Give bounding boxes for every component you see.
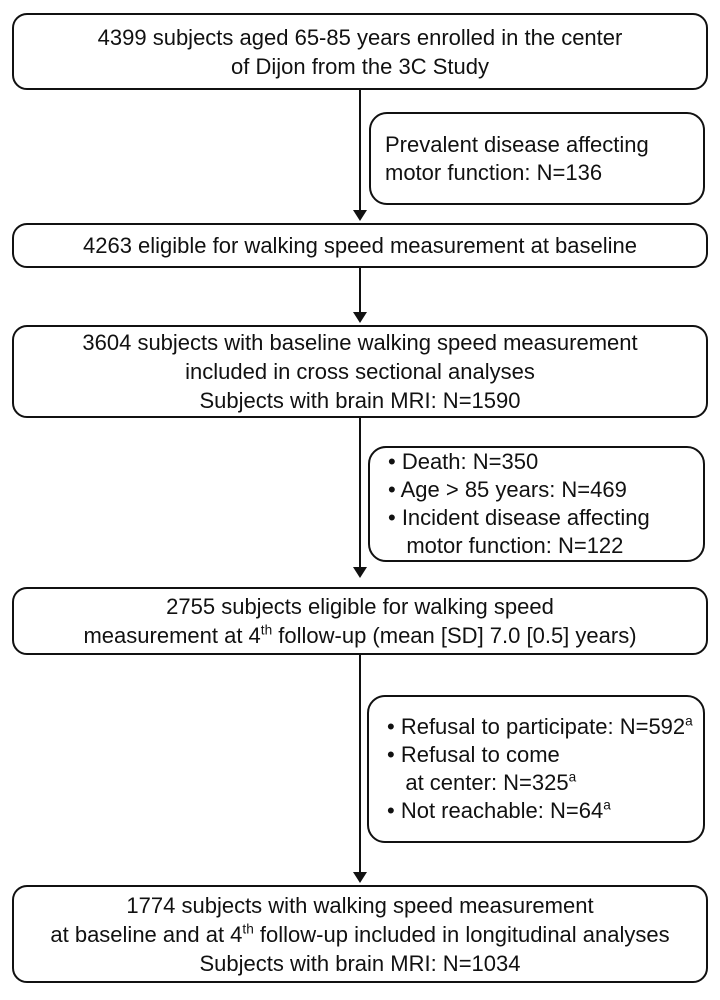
text-run: motor function: N=136 <box>385 159 603 185</box>
text-run: • Death: N=350 <box>388 449 539 474</box>
text-run: included in cross sectional analyses <box>185 359 535 384</box>
flow-box-baseline-measured: 3604 subjects with baseline walking spee… <box>12 325 708 418</box>
flow-arrowhead-2 <box>353 312 367 323</box>
text-run: of Dijon from the 3C Study <box>230 53 489 79</box>
text-line: 2755 subjects eligible for walking speed <box>14 592 706 621</box>
superscript-text: a <box>568 769 577 785</box>
text-line: at baseline and at 4th follow-up include… <box>14 920 706 949</box>
flow-arrowhead-4 <box>353 872 367 883</box>
text-line: Subjects with brain MRI: N=1590 <box>14 386 706 415</box>
text-run: follow-up (mean [SD] 7.0 [0.5] years) <box>272 623 637 648</box>
flow-box-enrolled: 4399 subjects aged 65-85 years enrolled … <box>12 13 708 90</box>
text-run: Subjects with brain MRI: N=1034 <box>199 950 521 976</box>
text-run: measurement at 4 <box>83 623 261 648</box>
text-line: of Dijon from the 3C Study <box>14 52 706 81</box>
flow-arrow-line-3 <box>359 418 361 567</box>
text-line: • Not reachable: N=64a <box>387 797 703 825</box>
text-line: 1774 subjects with walking speed measure… <box>14 891 706 920</box>
text-run: 3604 subjects with baseline walking spee… <box>82 330 638 355</box>
text-line: Prevalent disease affecting <box>385 131 703 159</box>
text-run: Prevalent disease affecting <box>385 131 649 157</box>
text-run: • Not reachable: N=64 <box>387 798 604 823</box>
superscript-text: th <box>260 622 273 638</box>
superscript-text: a <box>603 797 611 813</box>
text-run: 2755 subjects eligible for walking speed <box>166 594 554 619</box>
text-line: • Death: N=350 <box>388 448 703 476</box>
flow-arrow-line-1 <box>359 90 361 210</box>
text-line: motor function: N=122 <box>388 532 703 560</box>
text-line: 4263 eligible for walking speed measurem… <box>14 231 706 260</box>
text-line: Subjects with brain MRI: N=1034 <box>14 949 706 978</box>
text-run: 4399 subjects aged 65-85 years enrolled … <box>97 24 623 50</box>
text-line: motor function: N=136 <box>385 159 703 187</box>
text-line: included in cross sectional analyses <box>14 357 706 386</box>
flow-box-nonresponse: • Refusal to participate: N=592a• Refusa… <box>367 695 705 843</box>
text-line: 4399 subjects aged 65-85 years enrolled … <box>14 23 706 52</box>
flow-arrowhead-1 <box>353 210 367 221</box>
text-line: 3604 subjects with baseline walking spee… <box>14 328 706 357</box>
text-run: 1774 subjects with walking speed measure… <box>126 892 594 918</box>
text-line: at center: N=325a <box>387 769 703 797</box>
text-run: at baseline and at 4 <box>50 921 243 947</box>
flow-box-followup-attrition: • Death: N=350 • Age > 85 years: N=469 • I… <box>368 446 705 562</box>
flow-arrow-line-4 <box>359 655 361 872</box>
flow-arrow-line-2 <box>359 268 361 312</box>
text-line: • Age > 85 years: N=469 <box>388 476 703 504</box>
superscript-text: a <box>685 713 693 729</box>
text-run: • Incident disease affecting <box>388 505 650 530</box>
text-run: • Age > 85 years: N=469 <box>388 477 627 502</box>
flow-box-longitudinal: 1774 subjects with walking speed measure… <box>12 885 708 983</box>
flow-box-eligible-baseline: 4263 eligible for walking speed measurem… <box>12 223 708 268</box>
text-run: • Refusal to come <box>387 742 560 767</box>
flow-box-eligible-followup: 2755 subjects eligible for walking speed… <box>12 587 708 655</box>
text-run: • Refusal to participate: N=592 <box>387 714 686 739</box>
text-run: Subjects with brain MRI: N=1590 <box>199 388 521 413</box>
text-line: • Refusal to participate: N=592a <box>387 713 703 741</box>
text-line: measurement at 4th follow-up (mean [SD] … <box>14 621 706 650</box>
superscript-text: th <box>242 921 254 937</box>
text-run: motor function: N=122 <box>388 533 624 558</box>
text-run: at center: N=325 <box>387 770 569 795</box>
flow-arrowhead-3 <box>353 567 367 578</box>
text-line: • Refusal to come <box>387 741 703 769</box>
text-line: • Incident disease affecting <box>388 504 703 532</box>
text-run: 4263 eligible for walking speed measurem… <box>82 233 637 258</box>
text-run: follow-up included in longitudinal analy… <box>253 921 670 947</box>
